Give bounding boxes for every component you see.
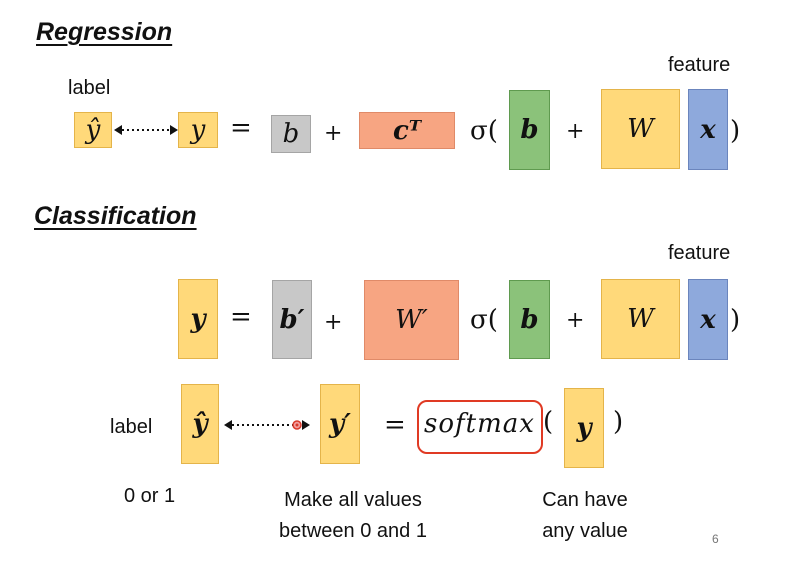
classification-y-prime: y′ [329,409,351,439]
regression-cT: cᵀ [392,115,422,146]
classification-b-prime-box: b′ [272,280,312,359]
classification-plus-2: + [566,308,585,333]
softmax-close-paren: ) [613,407,624,437]
classification-b-prime: b′ [279,304,305,335]
regression-sigma-open: σ( [470,116,498,146]
note-can-have-any-value-line-1: Can have [542,489,628,511]
regression-b-bold-box: b [509,90,550,170]
regression-b: b [282,119,300,149]
regression-dotted-arrow [114,125,178,135]
note-make-all-values-line-1: Make all values [284,489,422,511]
softmax-y: y [576,413,592,443]
classification-W-box: W [601,279,680,359]
note-can-have-any-value-line-2: any value [542,520,628,542]
softmax-y-box: y [564,388,604,468]
regression-heading: Regression [36,18,173,46]
regression-yhat-box: ŷ [74,112,112,148]
regression-y-box: y [178,112,218,148]
classification-y: y [190,304,206,334]
classification-b-bold-box: b [509,280,550,359]
classification-W-prime: W′ [395,305,428,335]
classification-close-paren: ) [730,305,741,335]
note-make-all-values: Make all values between 0 and 1 [258,485,448,547]
classification-y-prime-box: y′ [320,384,360,464]
classification-dotted-arrow [224,420,310,430]
classification-plus-1: + [324,310,343,335]
note-zero-or-one: 0 or 1 [124,485,176,507]
regression-x-box: x [688,89,728,170]
classification-yhat-box: ŷ [181,384,219,464]
classification-feature-text: feature [668,242,731,264]
classification-x: x [700,304,716,335]
regression-y: y [190,115,206,145]
classification-sigma-open: σ( [470,305,498,335]
regression-b-box: b [271,115,311,153]
regression-W-box: W [601,89,680,169]
softmax-highlight-box [417,400,543,454]
regression-equals: = [230,113,252,143]
regression-W: W [627,114,654,144]
classification-x-box: x [688,279,728,360]
classification-W-prime-box: W′ [364,280,459,360]
regression-x: x [700,114,716,145]
regression-cT-box: cᵀ [359,112,455,149]
page-number: 6 [712,532,719,546]
classification-y-box: y [178,279,218,359]
classification-label-text: label [110,416,153,438]
regression-label-text: label [68,77,111,99]
classification-b-bold: b [520,304,539,335]
note-make-all-values-line-2: between 0 and 1 [279,520,427,542]
classification-W: W [627,304,654,334]
regression-plus-1: + [324,121,343,146]
classification-equals: = [230,302,252,332]
softmax-text: softmax [424,409,535,439]
regression-yhat: ŷ [85,115,101,145]
classification-heading: Classification [34,202,197,230]
regression-close-paren: ) [730,116,741,146]
regression-feature-text: feature [668,54,731,76]
regression-b-bold: b [520,115,539,145]
softmax-open-paren: ( [543,407,554,437]
classification-equals-2: = [384,410,406,440]
classification-yhat: ŷ [192,409,208,439]
note-can-have-any-value: Can have any value [530,485,640,547]
regression-plus-2: + [566,119,585,144]
